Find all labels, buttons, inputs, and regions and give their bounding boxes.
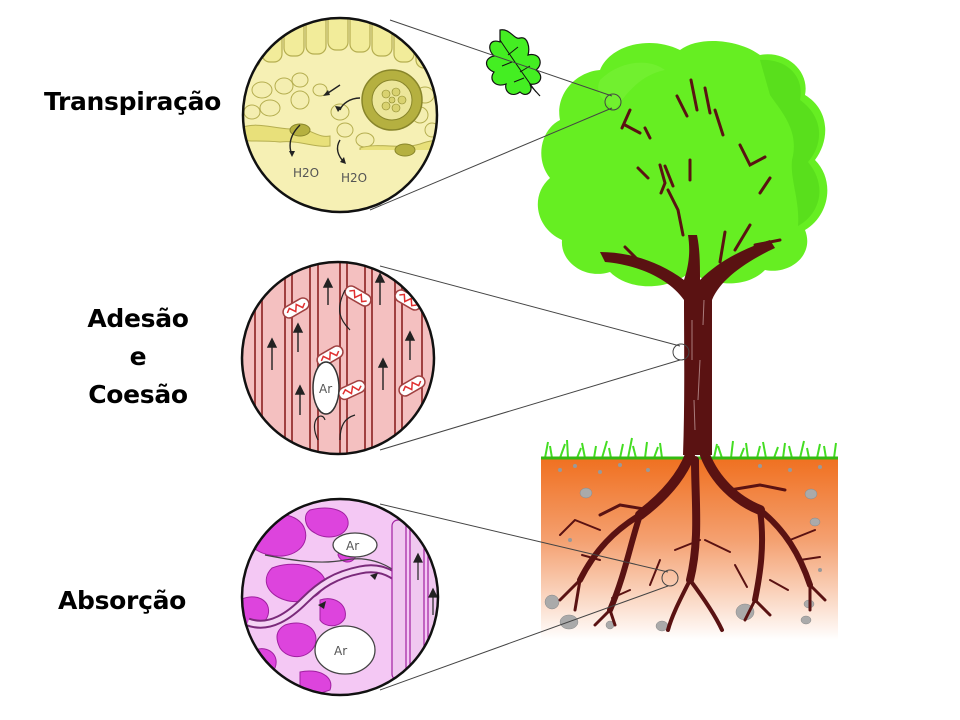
root-tissue-magnifier: Ar Ar [240, 497, 440, 697]
transpiration-label: Transpiração [40, 83, 225, 121]
tree-trunk [600, 223, 782, 455]
cohesion-text: Coesão [88, 380, 188, 409]
adhesion-cohesion-label: Adesão e Coesão [78, 300, 198, 414]
h2o-left-label: H2O [293, 166, 319, 180]
absorption-text: Absorção [57, 586, 187, 615]
zoom-connectors [369, 19, 690, 691]
soil [541, 458, 838, 640]
leaf-tissue-magnifier: H2O H2O [241, 16, 439, 214]
xylem-magnifier: Ar [240, 260, 436, 456]
adhesion-text: Adesão [87, 304, 189, 333]
conjunction-text: e [129, 342, 147, 371]
root-air-top-label: Ar [346, 539, 359, 553]
xylem-air-label: Ar [319, 382, 332, 396]
absorption-label: Absorção [52, 582, 192, 620]
h2o-right-label: H2O [341, 171, 367, 185]
tree-canopy [537, 40, 828, 287]
water-molecule-chains [282, 285, 426, 401]
tree-roots [558, 450, 827, 632]
root-air-bottom-label: Ar [334, 644, 347, 658]
leaf-icon [485, 29, 542, 97]
transpiration-text: Transpiração [43, 87, 222, 116]
